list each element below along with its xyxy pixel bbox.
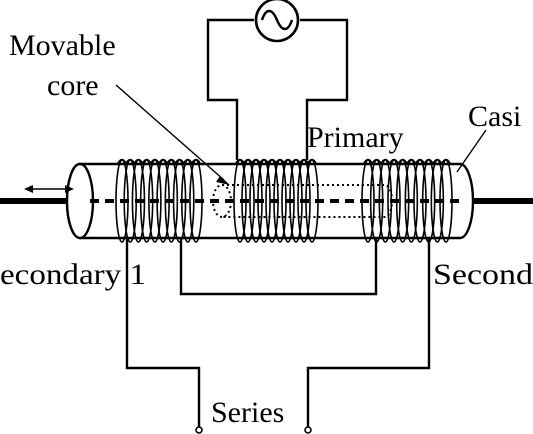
primary-label: Primary	[307, 121, 404, 154]
coil-winding	[172, 159, 187, 243]
coil-winding	[139, 159, 154, 243]
series-label: Series	[211, 396, 284, 429]
coil-winding	[430, 159, 445, 243]
primary-coil	[233, 158, 319, 243]
coil-winding	[233, 159, 247, 243]
coil-winding	[115, 159, 129, 243]
movable-core-label-line1: Movable	[9, 29, 116, 62]
secondary-2-label: Second	[433, 258, 533, 291]
coil-winding	[289, 159, 303, 243]
coil-winding	[361, 159, 375, 243]
movable-core-label-line2: core	[47, 69, 99, 102]
coil-winding	[257, 159, 271, 243]
secondary-1-coil	[115, 158, 203, 243]
coil-winding	[439, 159, 453, 243]
coil-winding	[265, 159, 279, 243]
series-terminals	[195, 426, 312, 434]
coil-winding	[273, 159, 287, 243]
coil-winding	[156, 159, 170, 243]
coil-winding	[369, 159, 384, 243]
coil-winding	[421, 159, 436, 243]
leader-lines	[115, 84, 487, 185]
double-arrow-icon	[24, 185, 74, 193]
coil-winding	[297, 159, 311, 243]
coil-winding	[148, 159, 162, 243]
ac-source-icon	[254, 0, 300, 43]
casing-label: Casi	[468, 100, 521, 133]
coil-winding	[404, 159, 419, 243]
coil-winding	[241, 159, 255, 243]
coil-winding	[123, 159, 138, 243]
coil-winding	[387, 159, 401, 243]
coil-winding	[305, 159, 319, 243]
secondary-1-label: econdary 1	[0, 258, 146, 291]
coil-winding	[378, 159, 393, 243]
coil-winding	[131, 159, 146, 243]
coil-winding	[164, 159, 179, 243]
coil-winding	[395, 159, 410, 243]
coil-winding	[180, 159, 195, 243]
secondary-wiring	[125, 238, 431, 428]
secondary-2-coil	[361, 158, 453, 243]
primary-wiring	[206, 18, 349, 160]
coil-winding	[249, 159, 263, 243]
coil-winding	[281, 159, 295, 243]
coil-winding	[189, 159, 203, 243]
coil-winding	[413, 159, 427, 243]
